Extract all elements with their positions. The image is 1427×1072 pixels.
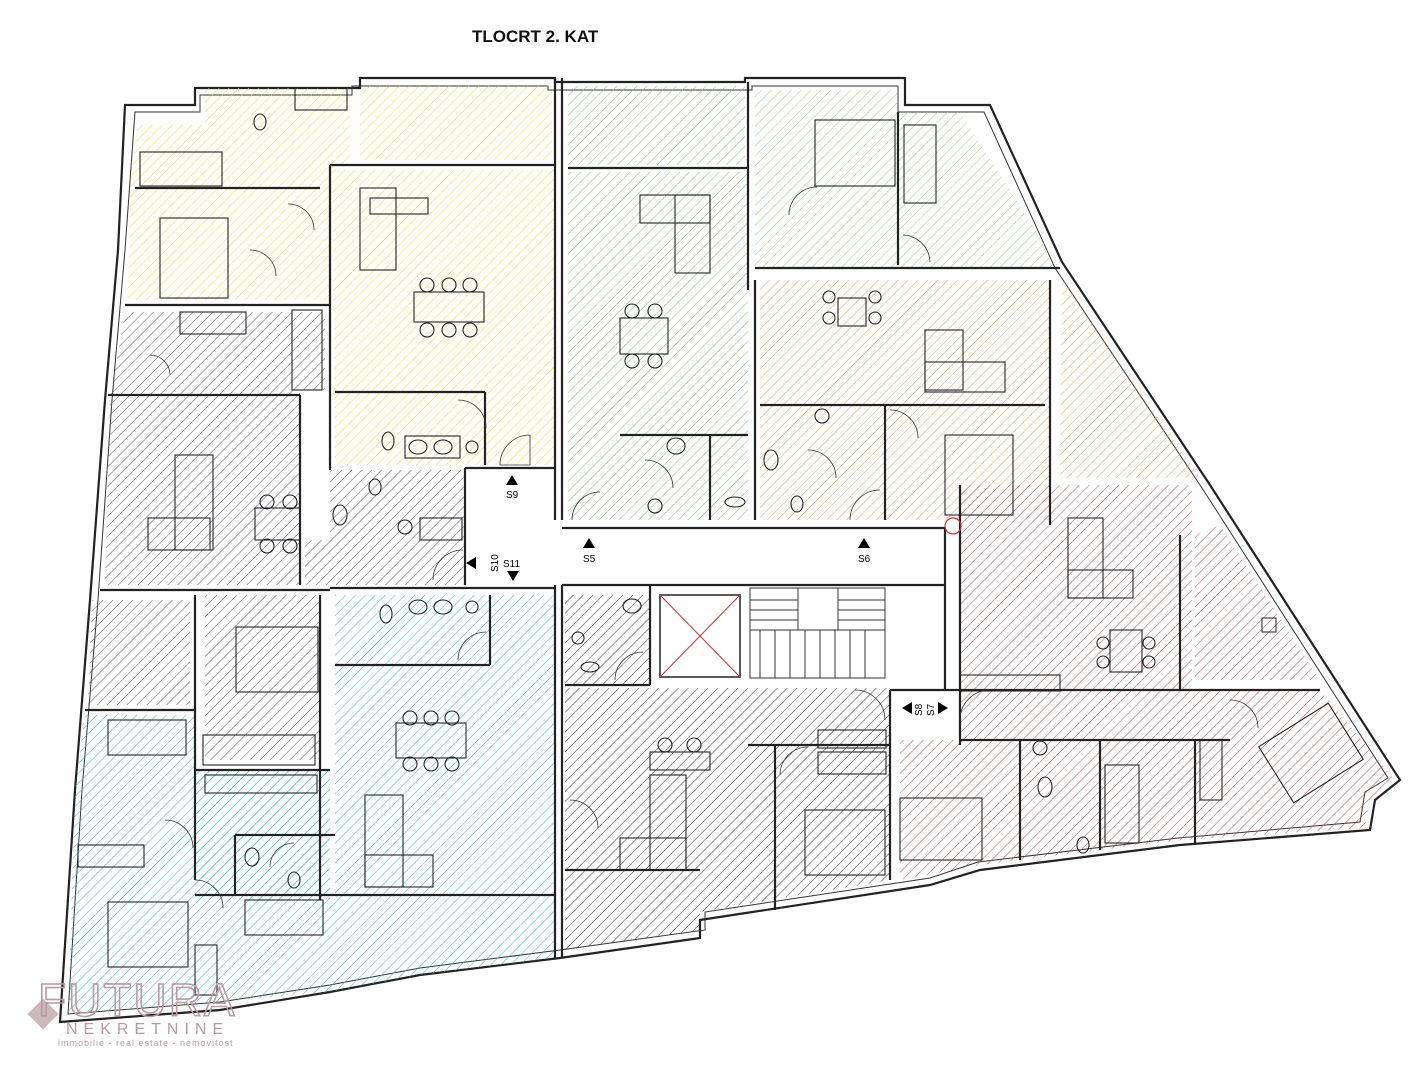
wardrobe bbox=[107, 719, 187, 756]
logo-subtitle: NEKRETNINE bbox=[66, 1021, 229, 1038]
logo-tagline: immobilie - real estate - nemovitost bbox=[58, 1038, 234, 1048]
interior-walls bbox=[85, 78, 1320, 958]
apartment-red bbox=[900, 485, 1395, 880]
wardrobes bbox=[77, 87, 1223, 996]
bathroom-fixtures bbox=[244, 113, 1140, 936]
orange-zone-b bbox=[1060, 278, 1200, 478]
apartment-green bbox=[568, 86, 1060, 520]
column-marker bbox=[944, 517, 962, 535]
marker-arrow-s10 bbox=[466, 557, 476, 569]
gray-zone-c bbox=[305, 540, 465, 585]
sofa bbox=[147, 517, 211, 551]
sofa bbox=[924, 329, 964, 391]
marker-arrow-s11 bbox=[507, 571, 519, 581]
bed bbox=[944, 434, 1014, 516]
wardrobe bbox=[202, 734, 316, 766]
yellow-zone-c bbox=[332, 170, 555, 465]
brand-logo: FUTURA NEKRETNINE immobilie - real estat… bbox=[27, 973, 237, 1048]
chairs bbox=[259, 277, 1156, 772]
marker-arrow-s5 bbox=[583, 538, 595, 548]
doors bbox=[149, 186, 1259, 909]
sofa bbox=[359, 187, 397, 271]
wardrobe bbox=[903, 124, 937, 204]
apartment-black bbox=[565, 595, 890, 950]
marker-s10: S10 bbox=[490, 554, 501, 572]
wardrobe bbox=[817, 729, 887, 749]
sofa bbox=[924, 361, 1006, 393]
bed bbox=[235, 626, 319, 693]
bed bbox=[899, 797, 983, 861]
dining-table bbox=[649, 751, 711, 771]
beds bbox=[107, 119, 1365, 968]
marker-s7: S7 bbox=[926, 703, 937, 716]
marker-arrow-s9 bbox=[506, 475, 518, 485]
wardrobe bbox=[959, 674, 1061, 692]
column-square bbox=[1261, 617, 1277, 633]
sofa bbox=[674, 194, 711, 274]
cyan-zone-a bbox=[335, 595, 555, 900]
marker-s11: S11 bbox=[503, 559, 520, 570]
yellow-zone-b bbox=[360, 86, 552, 160]
elevator-shaft bbox=[659, 594, 741, 678]
gray-zone-e bbox=[205, 595, 320, 760]
bed bbox=[159, 217, 229, 299]
green-zone-c bbox=[755, 90, 1060, 268]
marker-s8: S8 bbox=[914, 703, 925, 716]
green-zone-a bbox=[568, 86, 745, 165]
section-markers: S9 S5 S6 S10 S11 S8 S7 bbox=[466, 475, 1277, 716]
bed bbox=[814, 119, 896, 187]
black-zone-b bbox=[565, 688, 890, 950]
orange-zone-a bbox=[760, 280, 1050, 520]
bed bbox=[139, 151, 223, 187]
dining-table bbox=[254, 507, 301, 541]
sofa bbox=[364, 854, 434, 888]
red-zone-a bbox=[900, 485, 1395, 880]
marker-s9: S9 bbox=[506, 490, 519, 501]
staircase bbox=[749, 587, 886, 679]
black-zone-a bbox=[565, 595, 650, 685]
yellow-zone-a bbox=[128, 88, 350, 300]
marker-s5: S5 bbox=[583, 554, 596, 565]
marker-arrow-s7 bbox=[938, 702, 948, 714]
green-zone-b bbox=[568, 172, 748, 520]
dining-table bbox=[837, 297, 867, 327]
wardrobe bbox=[179, 311, 247, 335]
wardrobe bbox=[291, 309, 323, 391]
marker-s6: S6 bbox=[858, 554, 871, 565]
gray-zone-b bbox=[330, 470, 465, 540]
wardrobe bbox=[1199, 739, 1223, 801]
gray-zone-a bbox=[105, 312, 325, 585]
apartment-orange bbox=[760, 278, 1200, 520]
bed bbox=[1257, 702, 1365, 804]
marker-arrow-s6 bbox=[858, 538, 870, 548]
sofas bbox=[147, 187, 1134, 888]
sofa bbox=[1067, 569, 1134, 599]
dining-table bbox=[395, 722, 467, 759]
wardrobe bbox=[77, 844, 145, 868]
plan-title: TLOCRT 2. KAT bbox=[472, 27, 599, 46]
apartment-gray bbox=[88, 312, 465, 760]
gray-zone-d bbox=[88, 600, 190, 705]
bed bbox=[804, 809, 886, 876]
bed bbox=[107, 901, 189, 968]
wardrobe bbox=[204, 774, 318, 794]
wardrobe bbox=[817, 751, 887, 775]
red-zone-b bbox=[1195, 525, 1320, 680]
sofa bbox=[369, 197, 429, 215]
logo-name: FUTURA bbox=[38, 974, 237, 1026]
dining-table bbox=[1109, 629, 1143, 673]
dining-table bbox=[619, 317, 669, 355]
wardrobe bbox=[194, 944, 218, 996]
marker-arrow-s8 bbox=[902, 702, 912, 714]
sofa bbox=[619, 837, 687, 871]
wardrobe bbox=[419, 517, 463, 541]
wardrobe bbox=[294, 87, 348, 111]
